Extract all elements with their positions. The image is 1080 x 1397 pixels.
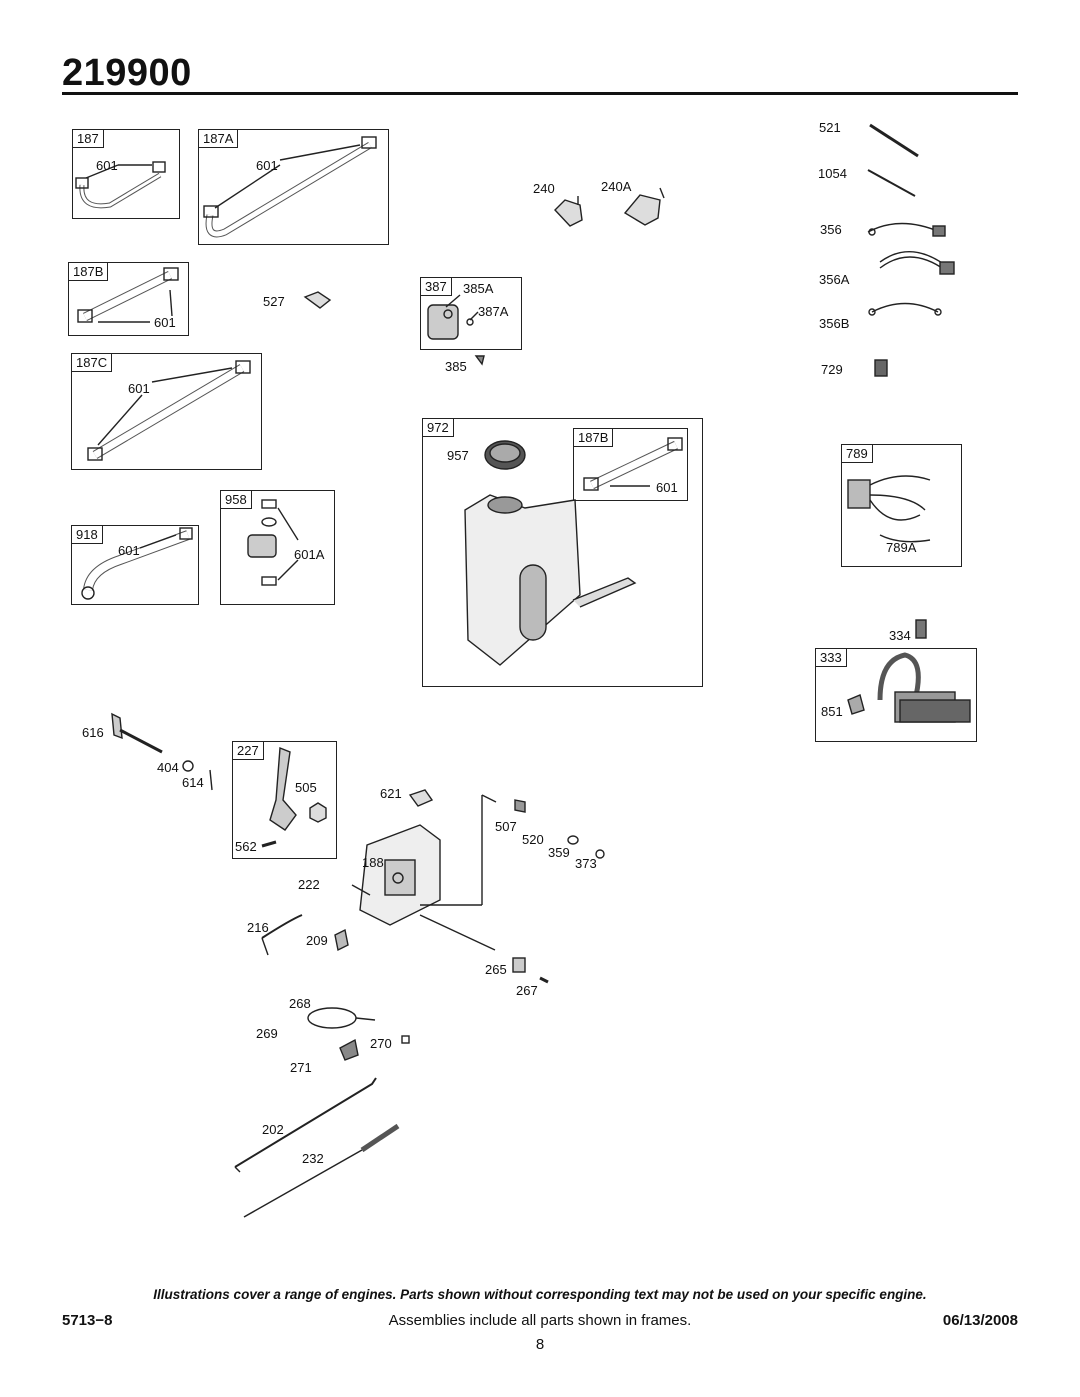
callout-521: 521 xyxy=(819,120,841,135)
callout-267: 267 xyxy=(516,983,538,998)
callout-202: 202 xyxy=(262,1122,284,1137)
callout-601: 601 xyxy=(96,158,118,173)
frame-tag: 187B xyxy=(574,429,614,447)
callout-601: 601 xyxy=(118,543,140,558)
callout-271: 271 xyxy=(290,1060,312,1075)
callout-373: 373 xyxy=(575,856,597,871)
frames-caption: Assemblies include all parts shown in fr… xyxy=(388,1312,692,1329)
disclaimer-note: Illustrations cover a range of engines. … xyxy=(153,1287,927,1302)
frame-tag: 333 xyxy=(816,649,847,667)
frame-789: 789 xyxy=(841,444,962,567)
frame-tag: 187A xyxy=(199,130,239,148)
callout-505: 505 xyxy=(295,780,317,795)
frame-tag: 958 xyxy=(221,491,252,509)
callout-601: 601 xyxy=(128,381,150,396)
callout-404: 404 xyxy=(157,760,179,775)
callout-729: 729 xyxy=(821,362,843,377)
callout-601: 601 xyxy=(256,158,278,173)
callout-851: 851 xyxy=(821,704,843,719)
callout-334: 334 xyxy=(889,628,911,643)
callout-270: 270 xyxy=(370,1036,392,1051)
callout-616: 616 xyxy=(82,725,104,740)
callout-188: 188 xyxy=(362,855,384,870)
callout-385: 385 xyxy=(445,359,467,374)
frame-tag: 227 xyxy=(233,742,264,760)
callout-621: 621 xyxy=(380,786,402,801)
callout-356: 356 xyxy=(820,222,842,237)
callout-265: 265 xyxy=(485,962,507,977)
document-date: 06/13/2008 xyxy=(942,1312,1018,1329)
callout-240A: 240A xyxy=(601,179,632,194)
callout-789A: 789A xyxy=(886,540,917,555)
frame-tag: 387 xyxy=(421,278,452,296)
model-number-title: 219900 xyxy=(62,52,192,94)
hose-clamp-icon xyxy=(75,177,89,189)
callout-240: 240 xyxy=(533,181,555,196)
document-number: 5713−8 xyxy=(62,1312,113,1329)
callout-232: 232 xyxy=(302,1151,324,1166)
callout-957: 957 xyxy=(447,448,469,463)
callout-507: 507 xyxy=(495,819,517,834)
callout-222: 222 xyxy=(298,877,320,892)
callout-216: 216 xyxy=(247,920,269,935)
callout-520: 520 xyxy=(522,832,544,847)
callout-385A: 385A xyxy=(463,281,494,296)
frame-tag: 918 xyxy=(72,526,103,544)
frame-958: 958 xyxy=(220,490,335,605)
callout-601: 601 xyxy=(154,315,176,330)
frame-tag: 187C xyxy=(72,354,113,372)
page-number: 8 xyxy=(535,1336,545,1353)
callout-1054: 1054 xyxy=(818,166,847,181)
frame-tag: 789 xyxy=(842,445,873,463)
callout-356A: 356A xyxy=(819,272,850,287)
callout-359: 359 xyxy=(548,845,570,860)
callout-614: 614 xyxy=(182,775,204,790)
callout-601: 601 xyxy=(656,480,678,495)
frame-tag: 187 xyxy=(73,130,104,148)
frame-tag: 972 xyxy=(423,419,454,437)
callout-562: 562 xyxy=(235,839,257,854)
callout-356B: 356B xyxy=(819,316,850,331)
callout-387A: 387A xyxy=(478,304,509,319)
header-rule xyxy=(62,92,1018,95)
frame-tag: 187B xyxy=(69,263,109,281)
callout-527: 527 xyxy=(263,294,285,309)
callout-269: 269 xyxy=(256,1026,278,1041)
callout-209: 209 xyxy=(306,933,328,948)
callout-601A: 601A xyxy=(294,547,325,562)
callout-268: 268 xyxy=(289,996,311,1011)
